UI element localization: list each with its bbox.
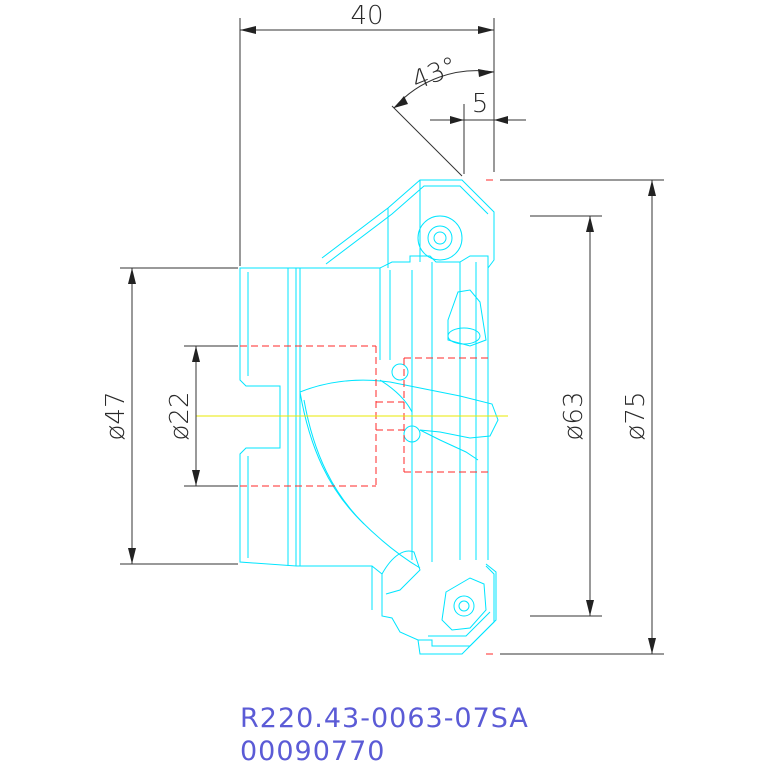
dim-dia-47: ø47: [101, 392, 131, 441]
dim-angle-43: 43°: [408, 51, 462, 96]
part-item-number: 00090770: [240, 736, 385, 767]
dim-width-40: 40: [350, 1, 383, 31]
dim-dia-22: ø22: [165, 392, 195, 441]
dimension-arrows: [128, 26, 656, 654]
dimension-lines: [120, 18, 664, 655]
dim-width-5: 5: [472, 89, 489, 119]
dim-dia-75: ø75: [621, 392, 651, 441]
part-outline: [239, 179, 499, 655]
part-designation: R220.43-0063-07SA: [240, 703, 529, 734]
dim-dia-63: ø63: [559, 392, 589, 441]
hidden-lines: [240, 179, 496, 655]
